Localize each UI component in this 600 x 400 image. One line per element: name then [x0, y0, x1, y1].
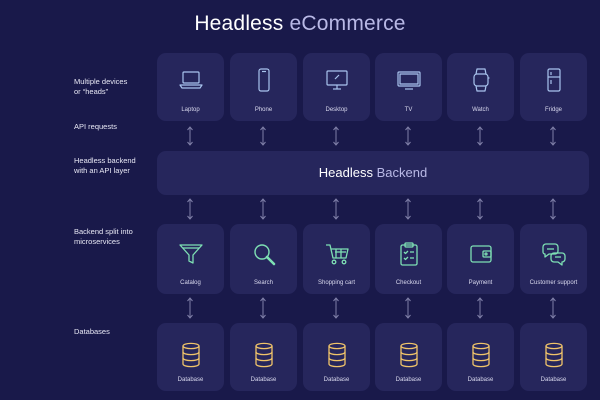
double-arrow-icon — [260, 297, 266, 319]
double-arrow-icon — [405, 297, 411, 319]
funnel-icon — [178, 241, 204, 267]
database-icon — [251, 342, 277, 368]
service-card-shopping-cart: Shopping cart — [303, 224, 370, 294]
title-main: Headless — [194, 12, 290, 35]
devices-side-label-line1: Multiple devices — [74, 77, 128, 86]
database-label: Database — [250, 377, 277, 383]
double-arrow-icon — [405, 126, 411, 146]
database-icon — [396, 342, 422, 368]
database-label: Database — [395, 377, 422, 383]
devices-side-label-line2: or “heads” — [74, 87, 109, 96]
double-arrow-icon — [477, 297, 483, 319]
service-card-catalog: Catalog — [157, 224, 224, 294]
phone-icon — [251, 67, 277, 93]
device-label: Phone — [254, 107, 273, 113]
service-label: Customer support — [529, 280, 578, 286]
magnifier-icon — [251, 241, 277, 267]
databases-side-label: Databases — [74, 327, 110, 336]
service-label: Payment — [468, 280, 493, 286]
desktop-icon — [324, 67, 350, 93]
backend-side-label: Headless backend with an API layer — [74, 156, 136, 176]
double-arrow-icon — [333, 198, 339, 220]
database-icon — [541, 342, 567, 368]
double-arrow-icon — [260, 126, 266, 146]
double-arrow-icon — [550, 126, 556, 146]
device-label: TV — [404, 107, 413, 113]
clipboard-icon — [396, 241, 422, 267]
device-card-desktop: Desktop — [303, 53, 370, 121]
fridge-icon — [541, 67, 567, 93]
service-card-customer-support: Customer support — [520, 224, 587, 294]
cart-icon — [324, 241, 350, 267]
database-label: Database — [323, 377, 350, 383]
device-card-tv: TV — [375, 53, 442, 121]
database-card: Database — [520, 323, 587, 391]
backend-side-label-line2: with an API layer — [74, 166, 130, 175]
database-card: Database — [230, 323, 297, 391]
chat-bubbles-icon — [541, 241, 567, 267]
double-arrow-icon — [187, 198, 193, 220]
watch-icon — [468, 67, 494, 93]
laptop-icon — [178, 67, 204, 93]
service-label: Shopping cart — [317, 280, 356, 286]
device-card-fridge: Fridge — [520, 53, 587, 121]
double-arrow-icon — [187, 126, 193, 146]
double-arrow-icon — [405, 198, 411, 220]
service-label: Catalog — [180, 280, 201, 286]
device-label: Laptop — [181, 107, 200, 113]
title-accent: eCommerce — [289, 12, 406, 35]
backend-side-label-line1: Headless backend — [74, 156, 136, 165]
service-label: Checkout — [395, 280, 422, 286]
double-arrow-icon — [333, 297, 339, 319]
devices-side-label: Multiple devices or “heads” — [74, 77, 127, 97]
database-card: Database — [303, 323, 370, 391]
service-label: Search — [253, 280, 273, 286]
device-label: Watch — [472, 107, 489, 113]
device-card-watch: Watch — [447, 53, 514, 121]
double-arrow-icon — [187, 297, 193, 319]
device-card-laptop: Laptop — [157, 53, 224, 121]
tv-icon — [396, 67, 422, 93]
api-side-label: API requests — [74, 122, 117, 131]
database-label: Database — [540, 377, 567, 383]
backend-label-accent: Backend — [376, 165, 428, 180]
service-card-checkout: Checkout — [375, 224, 442, 294]
service-card-search: Search — [230, 224, 297, 294]
database-icon — [178, 342, 204, 368]
database-icon — [324, 342, 350, 368]
microservices-side-label: Backend split into microservices — [74, 227, 133, 247]
double-arrow-icon — [333, 126, 339, 146]
double-arrow-icon — [477, 126, 483, 146]
double-arrow-icon — [260, 198, 266, 220]
double-arrow-icon — [550, 297, 556, 319]
page-title: Headless eCommerce — [0, 12, 600, 36]
database-icon — [468, 342, 494, 368]
microservices-side-label-line2: microservices — [74, 237, 120, 246]
database-card: Database — [157, 323, 224, 391]
database-label: Database — [467, 377, 494, 383]
device-label: Desktop — [325, 107, 348, 113]
service-card-payment: Payment — [447, 224, 514, 294]
database-card: Database — [375, 323, 442, 391]
headless-backend-bar: Headless Backend — [157, 151, 589, 195]
wallet-icon — [468, 241, 494, 267]
database-label: Database — [177, 377, 204, 383]
device-label: Fridge — [544, 107, 562, 113]
database-card: Database — [447, 323, 514, 391]
backend-label: Headless Backend — [157, 151, 589, 195]
double-arrow-icon — [477, 198, 483, 220]
device-card-phone: Phone — [230, 53, 297, 121]
backend-label-main: Headless — [318, 165, 377, 180]
double-arrow-icon — [550, 198, 556, 220]
microservices-side-label-line1: Backend split into — [74, 227, 133, 236]
